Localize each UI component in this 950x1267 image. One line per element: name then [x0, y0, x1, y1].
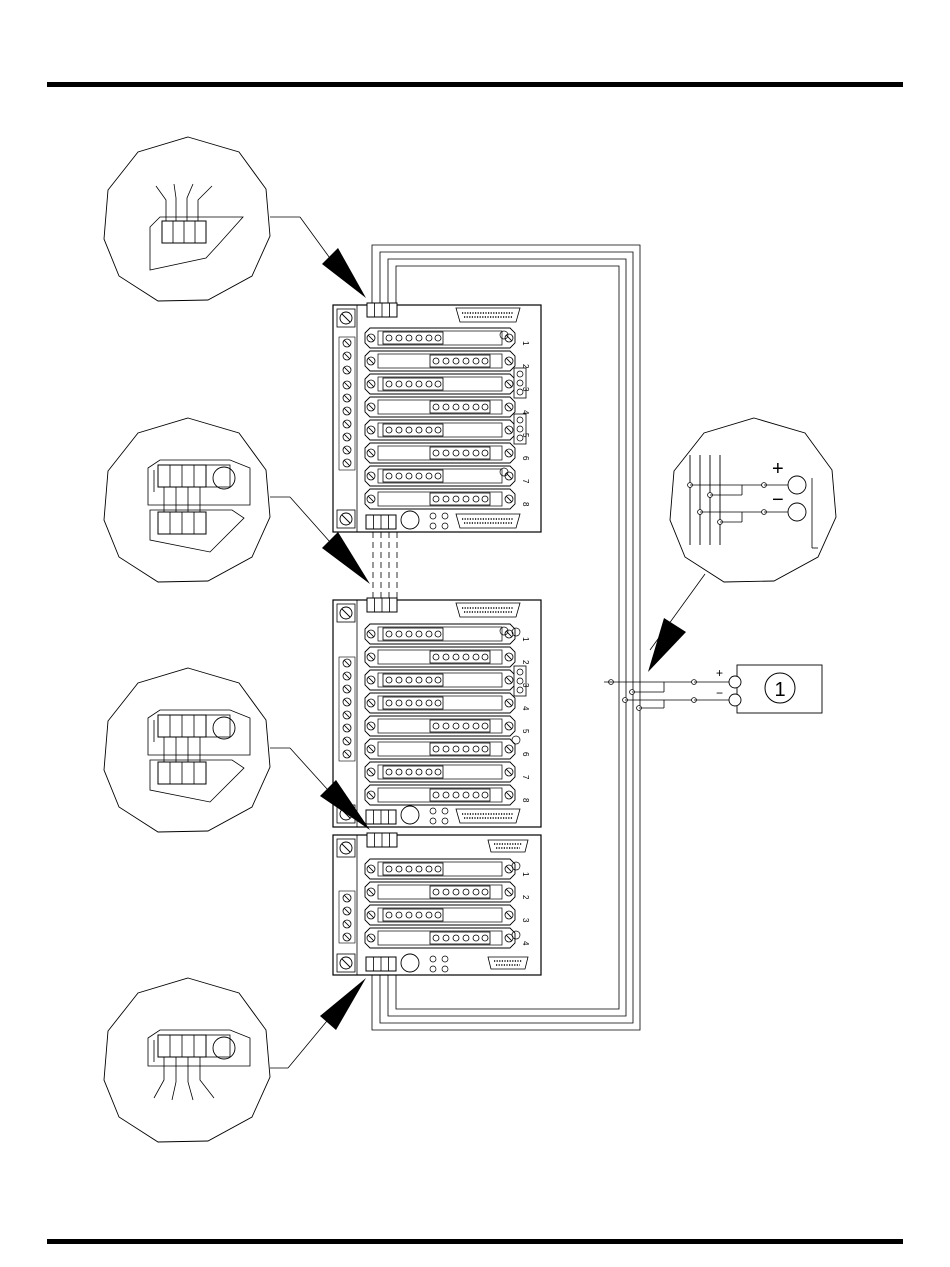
pointer-arrow-top	[322, 248, 366, 298]
rack-lower	[333, 833, 541, 975]
power-supply-minus-label: −	[716, 686, 723, 700]
power-detail-plus-label: +	[772, 458, 784, 480]
rack-middle-slot-number: 6	[521, 752, 530, 757]
rack-upper-slot-number: 1	[521, 341, 530, 346]
power-supply-wiring	[604, 665, 822, 713]
detail-bubble-top-connector	[104, 137, 348, 301]
rack-lower-slot-number: 4	[521, 941, 530, 946]
detail-bubble-bridge-lower	[104, 668, 346, 832]
rack-middle-slot-number: 5	[521, 729, 530, 734]
rack-upper-slot-number: 7	[521, 479, 530, 484]
rack-upper-slot-number: 6	[521, 456, 530, 461]
rack-middle-slot-number: 3	[521, 683, 530, 688]
rack-lower-slot-number: 3	[521, 918, 530, 923]
rack-upper-slot-number: 2	[521, 364, 530, 369]
pointer-arrow-bottom	[320, 978, 366, 1030]
pointer-arrow-bridge-upper	[322, 532, 370, 584]
detail-bubble-bridge-upper	[104, 418, 346, 582]
rack-upper-slot-number: 5	[521, 433, 530, 438]
power-supply-plus-label: +	[716, 666, 723, 680]
rack-middle-slot-number: 8	[521, 798, 530, 803]
rack-middle-slot-number: 2	[521, 660, 530, 665]
rack-middle-slots	[365, 624, 526, 824]
callout-number: 1	[774, 679, 785, 701]
power-detail-minus-label: −	[772, 489, 784, 511]
rack-upper-slot-number: 4	[521, 410, 530, 415]
rack-lower-slot-number: 2	[521, 895, 530, 900]
rack-upper-slot-number: 8	[521, 502, 530, 507]
rack-upper-slots	[365, 328, 526, 529]
dashed-bridge-link	[373, 532, 397, 600]
rack-middle-slot-number: 7	[521, 775, 530, 780]
rack-lower-slot-number: 1	[521, 872, 530, 877]
rack-upper-slot-number: 3	[521, 387, 530, 392]
rack-middle-slot-number: 1	[521, 637, 530, 642]
detail-bubble-bottom-connector	[104, 978, 346, 1142]
detail-bubble-power-tap	[650, 418, 836, 650]
rack-middle-slot-number: 4	[521, 706, 530, 711]
